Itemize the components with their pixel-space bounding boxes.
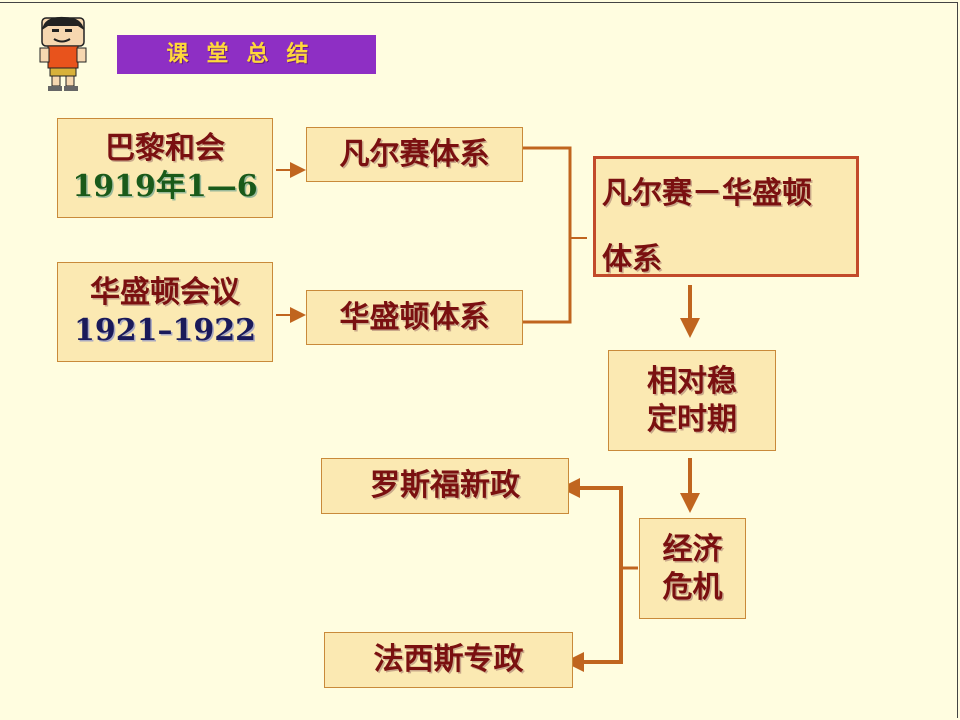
node-washington-conf-title: 华盛顿会议 — [90, 275, 240, 310]
node-roosevelt-label: 罗斯福新政 — [370, 468, 520, 503]
node-washington-conference: 华盛顿会议 1921–1922 — [57, 262, 273, 362]
bracket-systems — [523, 146, 572, 324]
cartoon-boy-icon — [39, 16, 87, 91]
arrow-to-fascism — [564, 568, 623, 672]
node-paris-conference: 巴黎和会 1919年1—6 — [57, 118, 273, 218]
node-fascism-label: 法西斯专政 — [373, 642, 524, 677]
node-paris-title: 巴黎和会 — [105, 131, 225, 166]
node-roosevelt-new-deal: 罗斯福新政 — [321, 458, 569, 514]
node-versailles-washington-system: 凡尔赛－华盛顿 体系 — [593, 156, 859, 277]
node-economic-crisis: 经济 危机 — [639, 518, 746, 619]
node-paris-date: 1919年1—6 — [72, 169, 258, 204]
node-vw-line1: 凡尔赛－华盛顿 — [602, 176, 812, 211]
node-stable-line1: 相对稳 — [647, 363, 737, 399]
node-washington-sys-label: 华盛顿体系 — [339, 299, 490, 335]
node-washington-system: 华盛顿体系 — [306, 290, 523, 345]
node-vw-line2: 体系 — [602, 242, 662, 277]
node-stable-line2: 定时期 — [647, 401, 737, 437]
node-crisis-line1: 经济 — [662, 531, 723, 567]
node-versailles-system: 凡尔赛体系 — [306, 127, 523, 182]
node-versailles-label: 凡尔赛体系 — [339, 136, 490, 172]
page-title: 课堂总结 — [117, 35, 376, 74]
node-relative-stability: 相对稳 定时期 — [608, 350, 776, 451]
node-crisis-line2: 危机 — [662, 569, 723, 605]
node-washington-conf-date: 1921–1922 — [74, 313, 256, 348]
arrow-to-roosevelt — [560, 478, 623, 568]
node-fascist-dictatorship: 法西斯专政 — [324, 632, 573, 688]
